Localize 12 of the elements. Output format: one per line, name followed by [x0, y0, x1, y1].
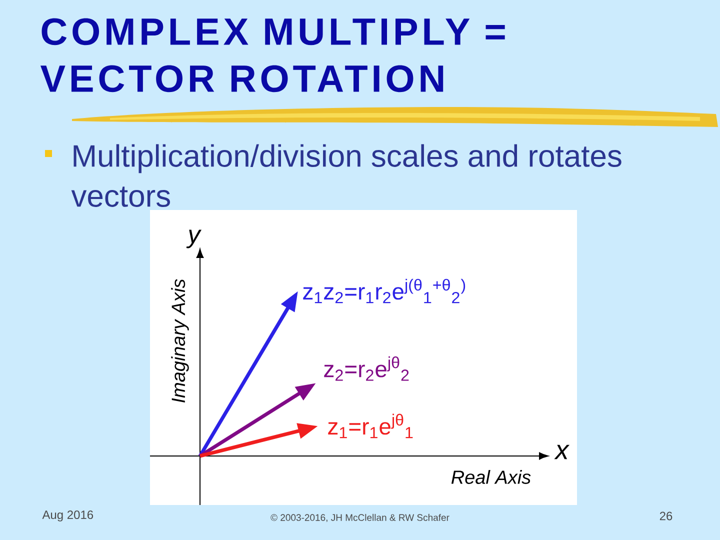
- formula-label: z$_{2}$=r$_{2}$e$^{jθ}$2: [324, 356, 409, 381]
- footer-date: Aug 2016: [42, 510, 94, 522]
- formula-label: z$_{1}$z$_{2}$=r$_{1}$r$_{2}$e$^{j(θ}$1+θ2): [303, 278, 466, 304]
- axis-label: x: [554, 444, 570, 460]
- formula-label: z$_{1}$=r$_{1}$e$^{jθ}$1: [328, 414, 413, 438]
- page-number: 26: [660, 512, 672, 520]
- footer-text: © 2003-2016, JH McClellan & RW Schafer: [270, 514, 450, 522]
- axis-title: Imaginary Axis: [171, 279, 189, 403]
- axis-title: Real Axis: [451, 470, 531, 484]
- slide-title: COMPLEX MULTIPLY = VECTOR ROTATION: [40, 18, 505, 92]
- bullet-text: Multiplication/division scales and rotates vectors: [71, 144, 622, 207]
- axis-label: y: [186, 230, 202, 248]
